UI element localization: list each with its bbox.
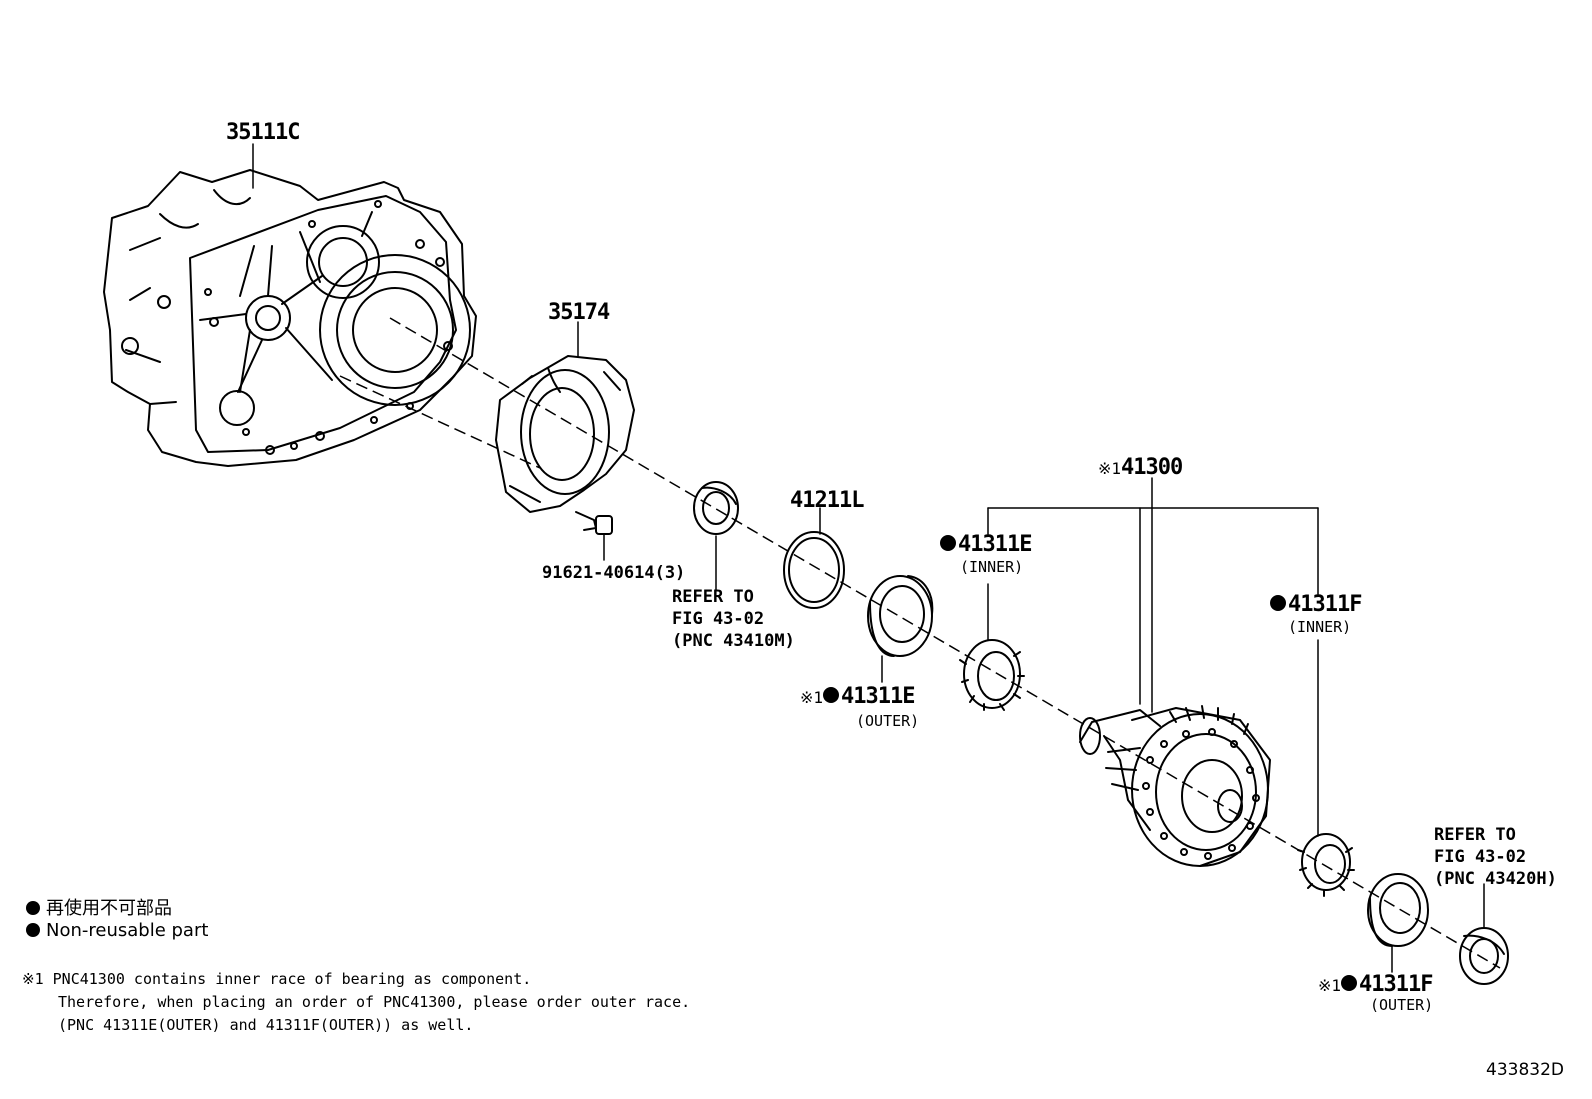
oil-seal-right-drawing bbox=[1459, 927, 1509, 985]
refer-right-line1: REFER TO bbox=[1434, 825, 1516, 845]
part-label-bearing-f-inner: 41311F bbox=[1270, 592, 1362, 617]
legend-english-text: Non-reusable part bbox=[46, 920, 209, 941]
part-label-bearing-e-outer: ※1 41311E bbox=[800, 684, 916, 709]
part-number-bearing-f-inner: 41311F bbox=[1288, 592, 1362, 617]
footnote-line1: ※1 PNC41300 contains inner race of beari… bbox=[22, 968, 531, 991]
inner-bearing-f-drawing bbox=[1297, 833, 1355, 897]
part-label-bearing-e-inner: 41311E bbox=[940, 532, 1032, 557]
non-reusable-dot-icon bbox=[26, 901, 40, 915]
footnote-text-1: PNC41300 contains inner race of bearing … bbox=[52, 970, 532, 988]
part-number-bearing-f-outer: 41311F bbox=[1359, 972, 1433, 997]
footnote-line3: (PNC 41311E(OUTER) and 41311F(OUTER)) as… bbox=[58, 1016, 474, 1034]
part-number-cover: 35174 bbox=[548, 300, 610, 325]
legend-japanese-text: 再使用不可部品 bbox=[46, 898, 172, 919]
case-cover-drawing bbox=[495, 355, 635, 513]
non-reusable-dot-icon bbox=[1270, 595, 1286, 611]
non-reusable-dot-icon bbox=[26, 923, 40, 937]
part-number-bolt: 91621-40614(3) bbox=[542, 563, 686, 583]
non-reusable-dot-icon bbox=[823, 687, 840, 703]
assembly-axis bbox=[339, 317, 1501, 969]
non-reusable-dot-icon bbox=[1341, 975, 1358, 991]
part-number-bearing-e-inner: 41311E bbox=[958, 532, 1032, 557]
outer-race-e-drawing bbox=[867, 575, 934, 657]
footnote-line2: Therefore, when placing an order of PNC4… bbox=[58, 993, 691, 1011]
figure-id: 433832D bbox=[1486, 1060, 1564, 1080]
note-mark: ※1 bbox=[1098, 459, 1122, 478]
bearing-f-inner-position: (INNER) bbox=[1288, 618, 1352, 636]
legend-japanese: 再使用不可部品 bbox=[26, 894, 172, 920]
refer-left-line3: (PNC 43410M) bbox=[672, 631, 795, 651]
non-reusable-dot-icon bbox=[940, 535, 956, 551]
inner-bearing-e-drawing bbox=[959, 639, 1025, 711]
footnote-mark: ※1 bbox=[22, 970, 44, 988]
transmission-case-drawing bbox=[103, 169, 477, 467]
oil-seal-left-drawing bbox=[693, 481, 739, 535]
shim-drawing bbox=[783, 531, 845, 609]
part-number-bearing-e-outer: 41311E bbox=[841, 684, 915, 709]
refer-right-line3: (PNC 43420H) bbox=[1434, 869, 1557, 889]
bolt-drawing bbox=[575, 511, 613, 535]
refer-left-line1: REFER TO bbox=[672, 587, 754, 607]
part-label-bearing-f-outer: ※1 41311F bbox=[1318, 972, 1434, 997]
legend-english: Non-reusable part bbox=[26, 920, 208, 941]
refer-right-line2: FIG 43-02 bbox=[1434, 847, 1527, 867]
part-number-differential: 41300 bbox=[1121, 455, 1183, 480]
note-mark: ※1 bbox=[1318, 976, 1342, 995]
part-label-differential: ※141300 bbox=[1098, 455, 1183, 480]
assembly-bracket bbox=[987, 477, 1319, 713]
note-mark: ※1 bbox=[800, 688, 824, 707]
outer-race-f-drawing bbox=[1367, 873, 1429, 947]
bearing-e-inner-position: (INNER) bbox=[960, 558, 1024, 576]
refer-left-line2: FIG 43-02 bbox=[672, 609, 765, 629]
bearing-f-outer-position: (OUTER) bbox=[1370, 996, 1434, 1014]
part-number-case: 35111C bbox=[226, 120, 300, 145]
differential-drawing bbox=[1079, 705, 1271, 867]
bearing-e-outer-position: (OUTER) bbox=[856, 712, 920, 730]
part-number-shim: 41211L bbox=[790, 488, 864, 513]
